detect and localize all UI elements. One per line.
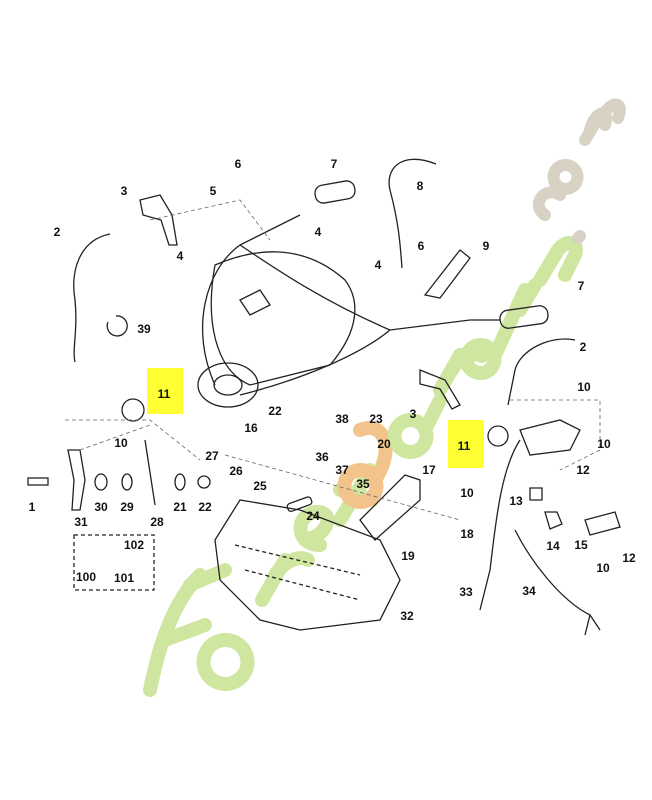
callout-label: 33 xyxy=(459,585,473,599)
callout-label: 28 xyxy=(150,515,164,529)
circlip-39 xyxy=(106,315,128,337)
callout-label: 1 xyxy=(28,500,36,514)
callout-label: 100 xyxy=(75,570,97,584)
watermark-letter-e xyxy=(293,505,335,552)
watermark-letter-o2 xyxy=(547,159,584,195)
callout-label: 102 xyxy=(123,538,145,552)
spring-24 xyxy=(286,496,313,513)
callout-label: 25 xyxy=(253,479,267,493)
callout-label: 2 xyxy=(53,225,61,239)
callout-label: 13 xyxy=(509,494,523,508)
callout-label: 11 xyxy=(457,439,471,453)
callout-label: 4 xyxy=(176,249,184,263)
callout-label: 16 xyxy=(244,421,258,435)
callout-label: 7 xyxy=(577,279,585,293)
lever-31 xyxy=(67,449,86,511)
watermark-letter-i xyxy=(513,278,542,317)
watermark-letter-c xyxy=(532,186,566,221)
callout-label: 4 xyxy=(314,225,322,239)
callout-label: 22 xyxy=(198,500,212,514)
callout-label: 29 xyxy=(120,500,134,514)
callout-label: 32 xyxy=(400,609,414,623)
switch-14 xyxy=(544,511,563,530)
callout-label: 3 xyxy=(409,407,417,421)
watermark-letter-a xyxy=(387,393,447,459)
callout-label: 10 xyxy=(577,380,591,394)
callout-label: 36 xyxy=(315,450,329,464)
callout-label: 21 xyxy=(173,500,187,514)
callout-label: 31 xyxy=(74,515,88,529)
kit-box xyxy=(73,534,155,591)
highlight-11-left xyxy=(147,368,183,414)
callout-label: 10 xyxy=(597,437,611,451)
callout-label: 6 xyxy=(417,239,425,253)
watermark-letter-n xyxy=(533,236,583,287)
callout-label: 10 xyxy=(596,561,610,575)
watermark-letter-dot xyxy=(572,230,586,244)
rod-28 xyxy=(144,439,156,506)
callout-label: 20 xyxy=(377,437,391,451)
callout-label: 23 xyxy=(369,412,383,426)
callout-label: 26 xyxy=(229,464,243,478)
callout-label: 24 xyxy=(306,509,320,523)
bracket-17 xyxy=(359,474,421,541)
knob-left xyxy=(121,398,145,422)
lever-3-left xyxy=(139,194,178,246)
cable-34 xyxy=(514,529,601,636)
switch-13 xyxy=(529,487,543,501)
bracket-right xyxy=(519,419,581,456)
callout-label: 27 xyxy=(205,449,219,463)
callout-label: 12 xyxy=(622,551,636,565)
watermark-letter-o xyxy=(196,633,255,691)
callout-label: 17 xyxy=(422,463,436,477)
callout-label: 9 xyxy=(482,239,490,253)
guard-32 xyxy=(214,499,401,631)
callout-label: 14 xyxy=(546,539,560,553)
callout-label: 7 xyxy=(330,157,338,171)
callout-label: 34 xyxy=(522,584,536,598)
plate-15 xyxy=(584,511,621,536)
callout-label: 38 xyxy=(335,412,349,426)
callout-label: 10 xyxy=(114,436,128,450)
callout-label: 6 xyxy=(234,157,242,171)
watermark-letter-m xyxy=(579,98,626,146)
callout-label: 39 xyxy=(137,322,151,336)
callout-label: 22 xyxy=(268,404,282,418)
handlebar-ring xyxy=(197,362,259,408)
lever-3-right xyxy=(419,369,461,410)
watermark-letter-r xyxy=(255,551,315,607)
bolt-1 xyxy=(27,477,49,486)
callout-label: 3 xyxy=(120,184,128,198)
cable-33 xyxy=(479,439,521,611)
cable-8 xyxy=(388,158,437,269)
callout-label: 19 xyxy=(401,549,415,563)
callout-label: 5 xyxy=(209,184,217,198)
grip-right xyxy=(499,305,549,329)
throttle-9 xyxy=(423,249,471,299)
knob-right xyxy=(487,425,509,447)
callout-label: 12 xyxy=(576,463,590,477)
cable-2-right xyxy=(507,338,576,406)
callout-label: 4 xyxy=(374,258,382,272)
callout-label: 35 xyxy=(356,477,370,491)
callout-label: 11 xyxy=(157,387,171,401)
cable-2-left xyxy=(73,233,111,363)
grip-left xyxy=(314,180,356,204)
callout-label: 37 xyxy=(335,463,349,477)
callout-label: 101 xyxy=(113,571,135,585)
highlight-11-right xyxy=(448,420,484,468)
callout-label: 18 xyxy=(460,527,474,541)
watermark-letter-g xyxy=(337,421,393,509)
callout-label: 10 xyxy=(460,486,474,500)
callout-label: 30 xyxy=(94,500,108,514)
handlebar-panel xyxy=(210,251,356,386)
callout-label: 15 xyxy=(574,538,588,552)
callout-label: 8 xyxy=(416,179,424,193)
callout-label: 2 xyxy=(579,340,587,354)
